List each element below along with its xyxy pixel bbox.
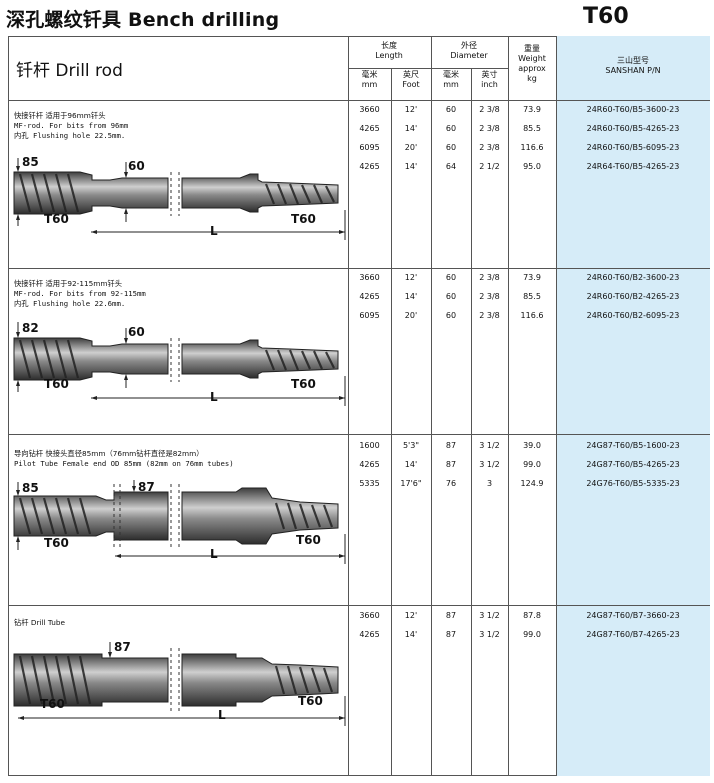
grid-line	[508, 36, 509, 776]
table-row: 4265 14' 87 3 1/2 99.0 24G87-T60/B7-4265…	[359, 630, 680, 639]
table-row: 6095 20' 60 2 3/8 116.6 24R60-T60/B5-609…	[359, 143, 680, 152]
thread-label-left: T60	[40, 697, 65, 711]
table-row: 4265 14' 87 3 1/2 99.0 24G87-T60/B5-4265…	[359, 460, 680, 469]
length-en: Length	[375, 51, 403, 60]
grid-line	[431, 36, 432, 776]
column-header-length: 长度 Length	[348, 36, 430, 68]
section-title: 钎杆 Drill rod	[16, 61, 123, 81]
diameter-label: 85	[22, 155, 39, 169]
table-row: 4265 14' 64 2 1/2 95.0 24R64-T60/B5-4265…	[359, 162, 680, 171]
grid-line	[391, 68, 392, 776]
pn-cn: 三山型号	[617, 56, 649, 65]
column-header-diameter: 外径 Diameter	[431, 36, 507, 68]
page-title: 深孔螺纹钎具 Bench drilling	[6, 9, 280, 31]
section-4-rows: 3660 12' 87 3 1/2 87.8 24G87-T60/B7-3660…	[348, 606, 710, 644]
column-header-pn: 三山型号 SANSHAN P/N	[556, 36, 710, 100]
thread-label-right: T60	[291, 212, 316, 226]
diameter-label: 85	[22, 481, 39, 495]
drill-tube-drawing	[13, 642, 346, 726]
table-row: 4265 14' 60 2 3/8 85.5 24R60-T60/B5-4265…	[359, 124, 680, 133]
grid-line	[8, 434, 710, 435]
thread-label-left: T60	[44, 212, 69, 226]
section-3-description: 导向钻杆 快接头直径85mm（76mm钻杆直径是82mm） Pilot Tube…	[14, 449, 234, 468]
diameter-label: 60	[128, 325, 145, 339]
section-3-rows: 1600 5'3" 87 3 1/2 39.0 24G87-T60/B5-160…	[348, 436, 710, 493]
subheader-diameter-mm: 毫米 mm	[443, 70, 459, 89]
grid-line	[8, 605, 710, 606]
length-label: L	[210, 547, 218, 561]
table-row: 3660 12' 87 3 1/2 87.8 24G87-T60/B7-3660…	[359, 611, 680, 620]
grid-line	[8, 100, 710, 101]
thread-label-right: T60	[291, 377, 316, 391]
grid-line	[348, 68, 508, 69]
drill-rod-drawing-2	[13, 322, 346, 406]
weight-cn: 重量	[524, 44, 540, 53]
diameter-en: Diameter	[450, 51, 488, 60]
weight-en: Weight	[518, 54, 546, 63]
pilot-tube-drawing	[13, 480, 346, 564]
drill-rod-drawing-1	[13, 158, 346, 240]
table-row: 3660 12' 60 2 3/8 73.9 24R60-T60/B2-3600…	[359, 273, 680, 282]
subheader-diameter-in: 英寸 inch	[481, 70, 498, 89]
table-row: 4265 14' 60 2 3/8 85.5 24R60-T60/B2-4265…	[359, 292, 680, 301]
model-label: T60	[583, 4, 629, 29]
grid-line	[556, 36, 557, 776]
length-label: L	[218, 708, 226, 722]
pn-en: SANSHAN P/N	[605, 66, 661, 75]
length-label: L	[210, 224, 218, 238]
weight-unit: kg	[527, 74, 537, 83]
grid-line	[348, 36, 349, 776]
table-row: 6095 20' 60 2 3/8 116.6 24R60-T60/B2-609…	[359, 311, 680, 320]
thread-label-right: T60	[296, 533, 321, 547]
thread-label-right: T60	[298, 694, 323, 708]
table-row: 5335 17'6" 76 3 124.9 24G76-T60/B5-5335-…	[359, 479, 680, 488]
section-2-description: 快接钎杆 适用于92-115mm钎头 MF-rod. For bits from…	[14, 279, 146, 308]
thread-label-left: T60	[44, 377, 69, 391]
column-header-weight: 重量 Weight approx kg	[508, 36, 556, 100]
part-number-column	[556, 36, 710, 776]
grid-line	[8, 268, 710, 269]
diameter-cn: 外径	[461, 41, 477, 50]
weight-approx: approx	[518, 64, 546, 73]
length-cn: 长度	[381, 41, 397, 50]
diameter-label: 82	[22, 321, 39, 335]
section-1-rows: 3660 12' 60 2 3/8 73.9 24R60-T60/B5-3600…	[348, 100, 710, 176]
section-1-description: 快接钎杆 适用于96mm钎头 MF-rod. For bits from 96m…	[14, 111, 129, 140]
section-4-description: 钻杆 Drill Tube	[14, 618, 66, 627]
section-2-rows: 3660 12' 60 2 3/8 73.9 24R60-T60/B2-3600…	[348, 268, 710, 325]
length-label: L	[210, 390, 218, 404]
subheader-length-ft: 英尺 Foot	[402, 70, 420, 89]
subheader-length-mm: 毫米 mm	[361, 70, 378, 89]
diameter-label: 87	[138, 480, 155, 494]
diameter-label: 87	[114, 640, 131, 654]
thread-label-left: T60	[44, 536, 69, 550]
grid-line	[471, 68, 472, 776]
table-row: 3660 12' 60 2 3/8 73.9 24R60-T60/B5-3600…	[359, 105, 680, 114]
table-row: 1600 5'3" 87 3 1/2 39.0 24G87-T60/B5-160…	[359, 441, 680, 450]
diameter-label: 60	[128, 159, 145, 173]
